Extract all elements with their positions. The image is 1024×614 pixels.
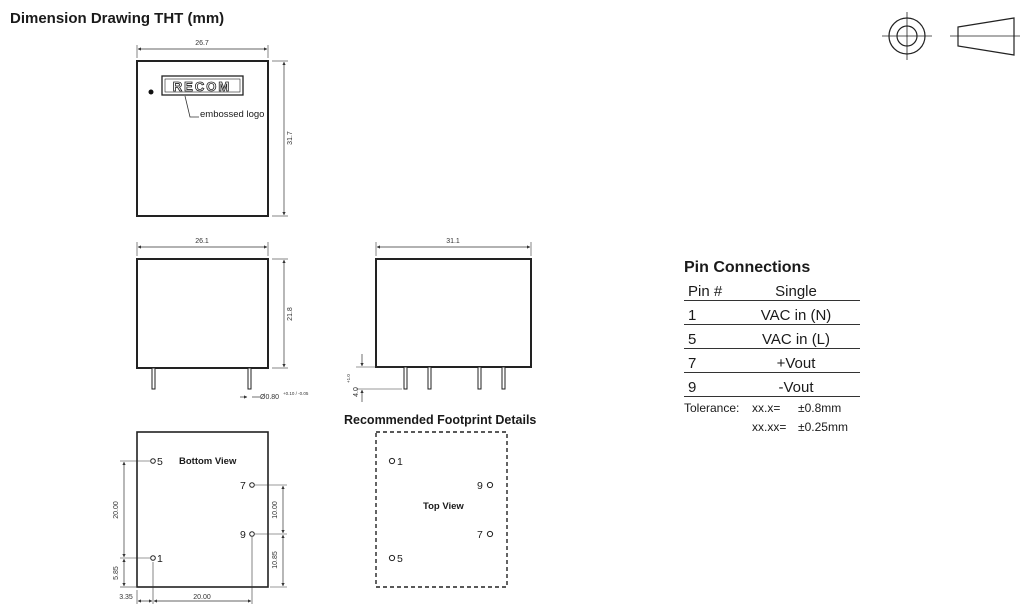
bottom-offset-dim: 3.35 — [119, 594, 133, 601]
footprint-view-label: Top View — [423, 501, 464, 512]
side-height-dim: 21.8 — [287, 307, 294, 321]
tolerance-value: ±0.8mm — [798, 401, 842, 415]
table-row: 1 VAC in (N) — [684, 301, 860, 325]
tolerance-value: ±0.25mm — [798, 420, 848, 434]
footprint-pin-1-label: 1 — [397, 456, 403, 468]
front-view: 31.1 4.0 +1.0 — [346, 238, 532, 402]
pin-length-tolerance: +1.0 — [346, 374, 351, 383]
front-pin-3 — [477, 366, 482, 390]
pin-number: 7 — [688, 355, 697, 372]
bottom-left-span-dim: 20.00 — [113, 501, 120, 519]
bottom-right-lower-dim: 10.85 — [272, 551, 279, 569]
tolerance-key: xx.xx= — [752, 420, 787, 434]
table-row: 9 -Vout — [684, 373, 860, 397]
top-view: 26.7 31.7 RECOM embossed logo — [136, 40, 294, 217]
footprint-outline — [375, 431, 508, 588]
pin1-marker-dot — [148, 89, 154, 95]
footprint-view: Recommended Footprint Details Top View 1… — [344, 413, 536, 588]
table-row: 7 +Vout — [684, 349, 860, 373]
bottom-view: Bottom View 5 1 7 9 20.00 5.85 3.35 20.0… — [113, 431, 287, 604]
third-angle-projection-icon — [882, 12, 1020, 60]
side-pin-right — [247, 367, 252, 390]
function-col-header: Single — [775, 283, 817, 300]
recom-logo-text: RECOM — [173, 79, 231, 94]
pin-function: VAC in (L) — [761, 331, 831, 348]
bottom-view-label: Bottom View — [179, 456, 237, 467]
pin-connections-table: Pin Connections Pin # Single 1 VAC in (N… — [684, 259, 860, 437]
pin-function: VAC in (N) — [760, 307, 832, 324]
bottom-pin-5-label: 5 — [157, 456, 163, 468]
pin-number: 5 — [688, 331, 697, 348]
side-view: 26.1 21.8 Ø0.80 +0.10 / -0.05 — [136, 238, 309, 401]
pin-length-dim: 4.0 — [353, 387, 360, 397]
front-width-dim: 31.1 — [446, 238, 460, 245]
footprint-heading: Recommended Footprint Details — [344, 413, 536, 427]
pin-function: -Vout — [778, 379, 814, 396]
footprint-pin-5-label: 5 — [397, 553, 403, 565]
side-width-dim: 26.1 — [195, 238, 209, 245]
tolerance-key: xx.x= — [752, 401, 781, 415]
pin-number: 9 — [688, 379, 697, 396]
module-top-outline — [136, 60, 269, 217]
bottom-pin-7-label: 7 — [240, 480, 246, 492]
pin-diameter-dim: Ø0.80 — [260, 394, 279, 401]
module-bottom-outline — [136, 431, 269, 588]
bottom-pin-1-label: 1 — [157, 553, 163, 565]
footprint-pin-7-label: 7 — [477, 529, 483, 541]
pin-table-header: Pin # Single — [684, 279, 860, 301]
bottom-span-dim: 20.00 — [193, 594, 211, 601]
bottom-left-offset-dim: 5.85 — [113, 566, 120, 580]
pin-function: +Vout — [776, 355, 816, 372]
module-front-outline — [375, 258, 532, 368]
front-pin-2 — [427, 366, 432, 390]
side-pin-left — [151, 367, 156, 390]
bottom-pin-9-label: 9 — [240, 529, 246, 541]
recom-logo-icon — [161, 75, 244, 96]
top-height-dim: 31.7 — [287, 131, 294, 145]
top-width-dim: 26.7 — [195, 40, 209, 47]
pin-number: 1 — [688, 307, 697, 324]
embossed-logo-callout: embossed logo — [200, 109, 264, 120]
bottom-right-upper-dim: 10.00 — [272, 501, 279, 519]
tolerance-label: Tolerance: — [684, 401, 740, 415]
front-pin-4 — [501, 366, 506, 390]
drawing-title: Dimension Drawing THT (mm) — [10, 10, 224, 27]
table-row: 5 VAC in (L) — [684, 325, 860, 349]
footprint-pin-9-label: 9 — [477, 480, 483, 492]
module-side-outline — [136, 258, 269, 369]
front-pin-1 — [403, 366, 408, 390]
pin-diameter-tolerance: +0.10 / -0.05 — [283, 391, 309, 396]
pin-col-header: Pin # — [688, 283, 723, 300]
tolerance-block: Tolerance: xx.x= ±0.8mm xx.xx= ±0.25mm — [684, 399, 860, 437]
pin-connections-title: Pin Connections — [684, 259, 811, 276]
